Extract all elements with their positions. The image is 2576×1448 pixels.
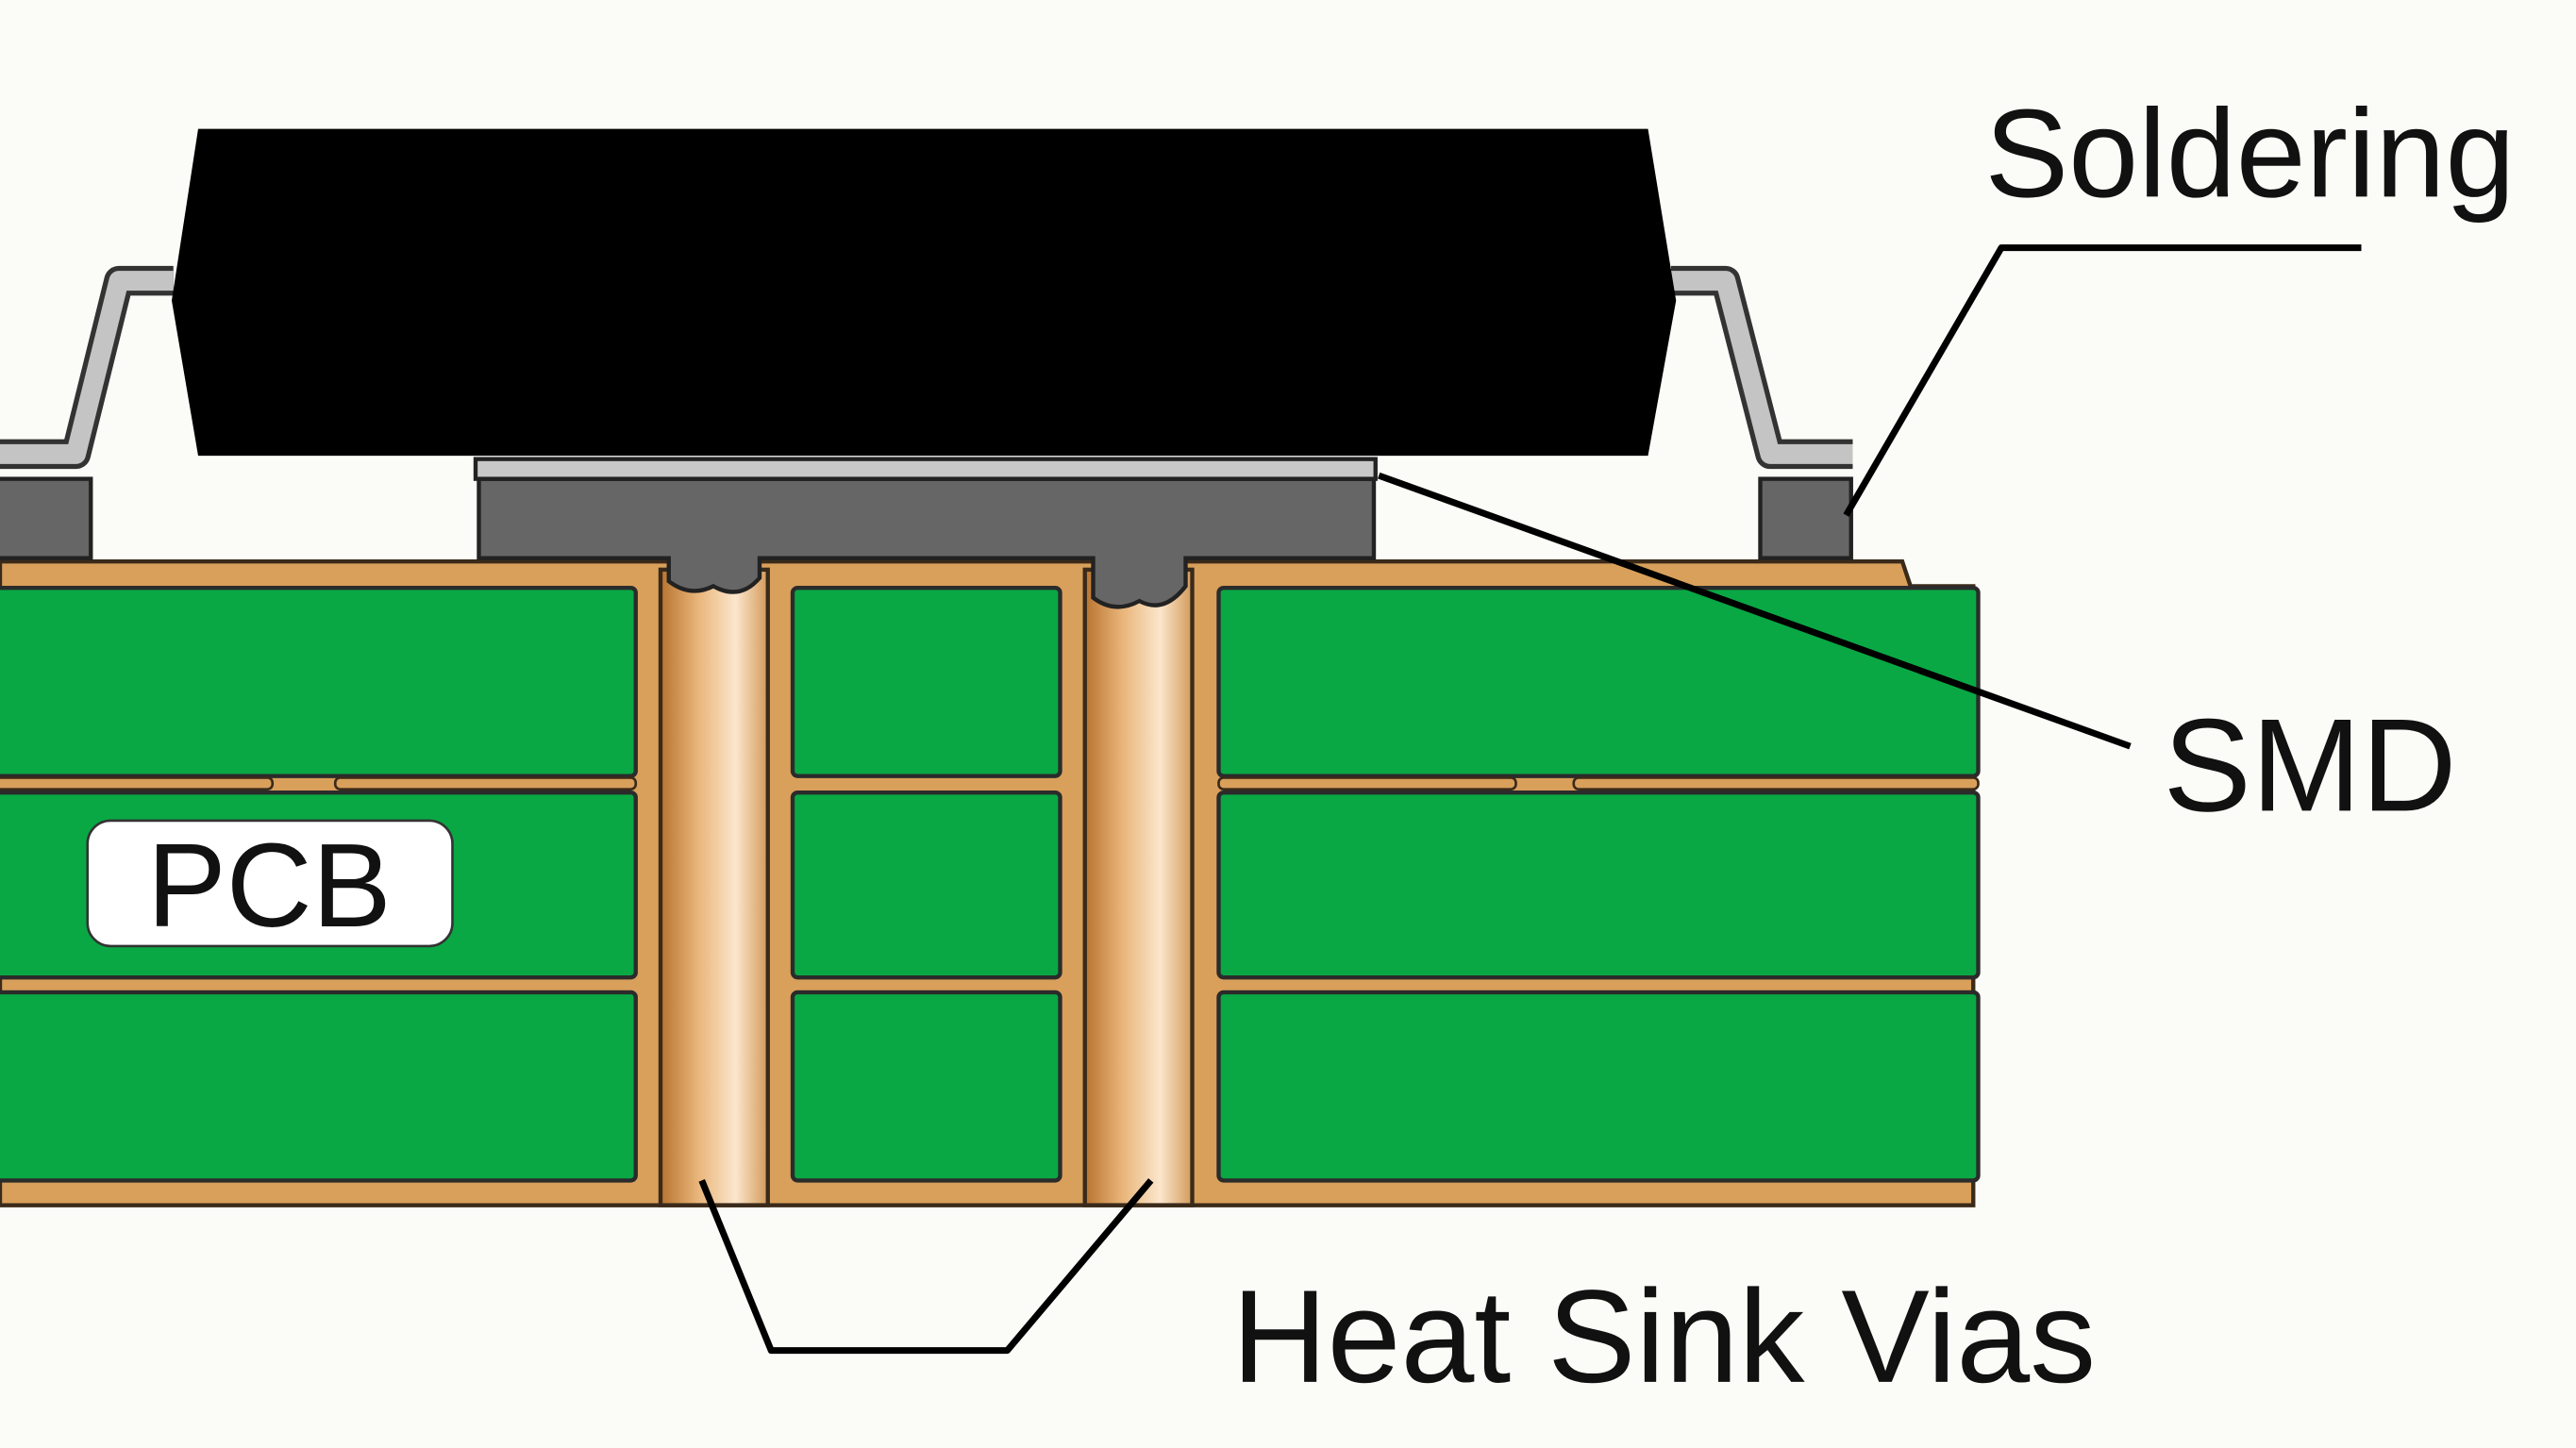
heat-sink-vias-leader-line [698,1178,1154,1355]
pcb-laminate-layers [0,585,1981,1183]
heat-sink-vias-label: Heat Sink Vias [1232,1262,2097,1410]
smd-label: SMD [2164,691,2457,839]
pcb-label-box [86,819,454,948]
pcb-label: PCB [147,819,392,952]
soldering-leader-line [1843,244,2362,517]
solder [0,457,1853,609]
smd-leader-line [1378,472,2132,750]
soldering-label: Soldering [1985,84,2516,224]
heat-sink-via-left [658,567,770,1207]
heat-sink-via-right [1082,567,1195,1207]
pcb-board [0,558,1981,1207]
component-leads [0,265,1853,470]
smd-chip-body [172,128,1677,457]
